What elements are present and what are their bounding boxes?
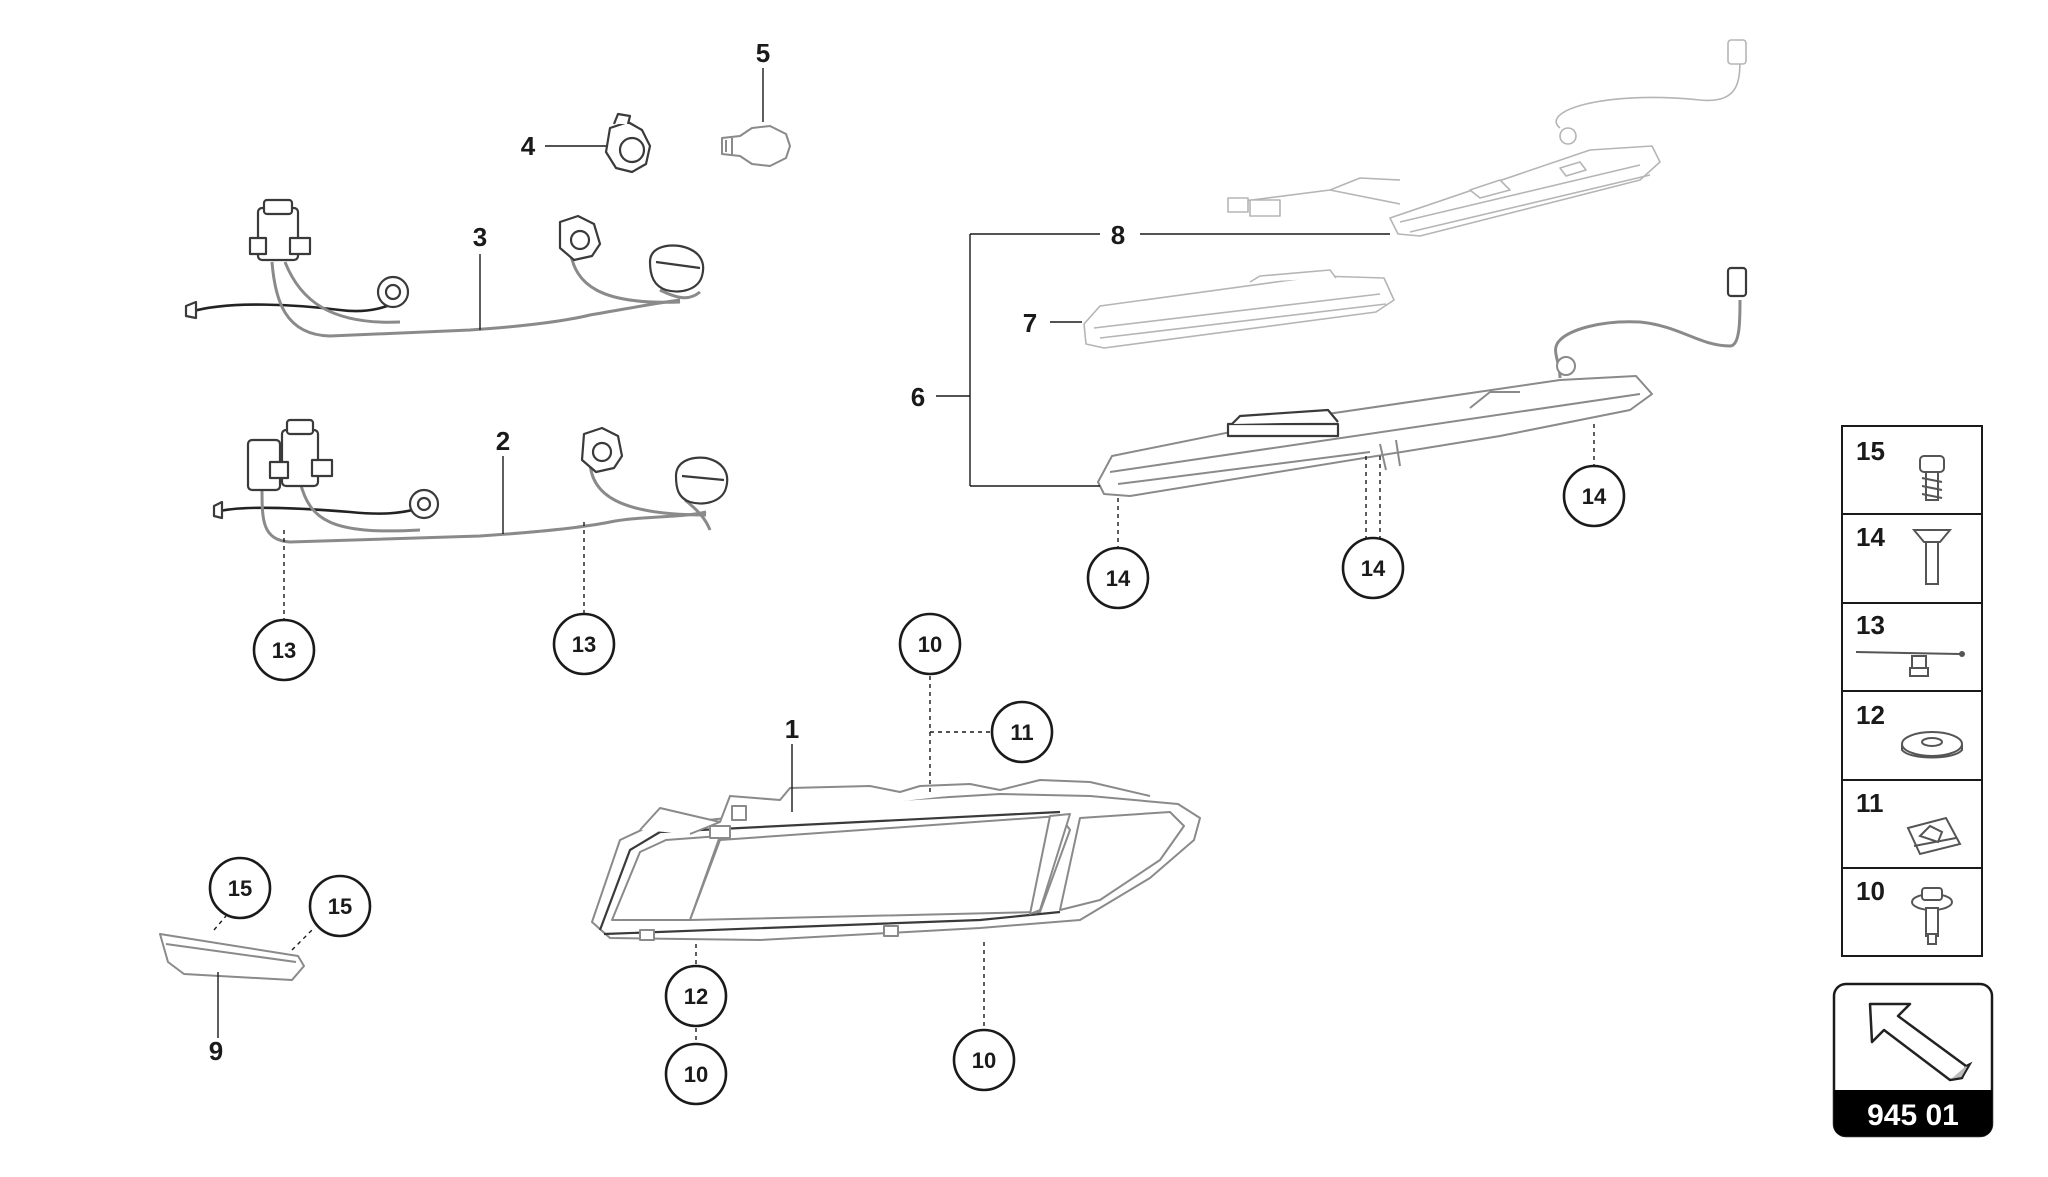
callout-15-right	[308, 874, 372, 938]
part-label-5: 5	[756, 38, 770, 68]
part-label-8: 8	[1111, 220, 1125, 250]
legend-label-12: 12	[1856, 700, 1885, 730]
part-cover-trim	[159, 933, 305, 981]
callout-14-middle	[1341, 536, 1405, 600]
legend-label-15: 15	[1856, 436, 1885, 466]
callout-14-left-label: 14	[1106, 566, 1131, 591]
part-lens	[1083, 269, 1395, 349]
part-bulb-holder	[604, 112, 652, 174]
speed-nut-icon	[1906, 816, 1962, 856]
legend-row-11: 11	[1856, 788, 1962, 856]
part-label-1: 1	[785, 714, 799, 744]
callout-11	[990, 700, 1054, 764]
callout-12-label: 12	[684, 984, 708, 1009]
part-tail-light	[591, 779, 1201, 941]
reference-box: 945 01	[1832, 982, 1994, 1138]
screw-icon	[1919, 455, 1945, 501]
legend-row-13: 13	[1855, 610, 1965, 677]
part-label-2: 2	[496, 426, 510, 456]
callout-10-bottom-left	[664, 1042, 728, 1106]
legend-label-14: 14	[1856, 522, 1885, 552]
callout-10-bottom-right	[952, 1028, 1016, 1092]
callout-10-top	[898, 612, 962, 676]
callout-10-top-label: 10	[918, 632, 942, 657]
part-label-3: 3	[473, 222, 487, 252]
callout-10-bottom-left-label: 10	[684, 1062, 708, 1087]
callout-13-right-label: 13	[572, 632, 596, 657]
part-third-brake-light-assembly	[1227, 39, 1747, 237]
flange-bolt-icon	[1911, 887, 1953, 945]
part-label-4: 4	[521, 131, 536, 161]
legend-label-13: 13	[1856, 610, 1885, 640]
callout-13-left	[252, 618, 316, 682]
legend-row-10: 10	[1856, 876, 1953, 945]
reference-number: 945 01	[1867, 1099, 1959, 1132]
callout-10-bottom-right-label: 10	[972, 1048, 996, 1073]
washer-icon	[1901, 731, 1963, 759]
callout-15-left	[208, 856, 272, 920]
countersunk-bolt-icon	[1911, 529, 1953, 585]
arrow-icon	[1868, 1002, 1973, 1082]
part-wiring-harness-3	[184, 198, 705, 338]
part-brake-light-housing	[1097, 266, 1748, 497]
legend-row-12: 12	[1856, 700, 1963, 759]
callout-14-left	[1086, 546, 1150, 610]
callout-15-left-label: 15	[228, 876, 252, 901]
part-label-7: 7	[1023, 308, 1037, 338]
cable-tie-icon	[1855, 651, 1965, 677]
part-label-9: 9	[209, 1036, 223, 1066]
fastener-legend: 15 14 13 12	[1841, 425, 1983, 957]
part-label-6: 6	[911, 382, 925, 412]
legend-row-14: 14	[1856, 522, 1953, 585]
callout-14-right-label: 14	[1582, 484, 1607, 509]
callout-13-left-label: 13	[272, 638, 296, 663]
callout-15-right-label: 15	[328, 894, 352, 919]
legend-label-10: 10	[1856, 876, 1885, 906]
part-wiring-harness-2	[212, 418, 729, 544]
callout-13-right	[552, 612, 616, 676]
part-bulb	[721, 125, 791, 167]
legend-label-11: 11	[1856, 788, 1884, 818]
callout-14-right	[1562, 464, 1626, 528]
callout-11-label: 11	[1010, 720, 1033, 745]
legend-row-15: 15	[1856, 436, 1945, 501]
callout-14-middle-label: 14	[1361, 556, 1386, 581]
callout-12	[664, 964, 728, 1028]
